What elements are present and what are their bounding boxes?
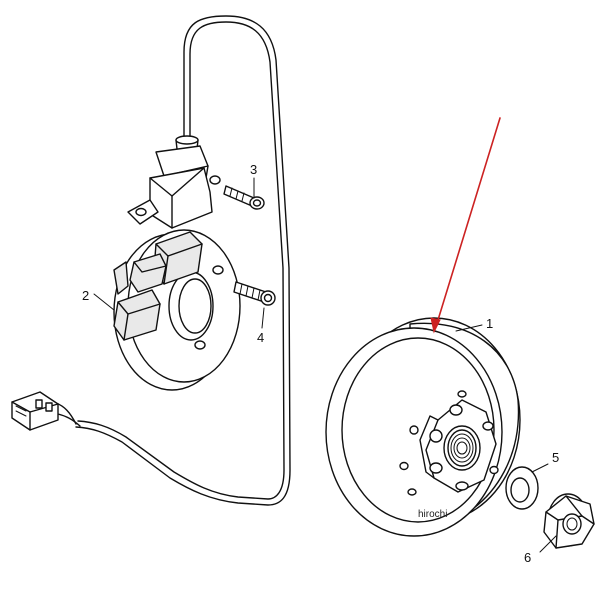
callout-6: 6	[524, 550, 531, 565]
screw-3	[223, 185, 265, 210]
washer-5	[505, 466, 539, 510]
flywheel-rotor	[325, 317, 521, 537]
callout-1: 1	[486, 316, 493, 331]
watermark: hirochi	[418, 509, 447, 520]
callout-5: 5	[552, 450, 559, 465]
highlight-arrow	[430, 117, 501, 334]
stator-coil-plate	[113, 229, 241, 391]
callout-2: 2	[82, 288, 89, 303]
pickup-coil	[127, 135, 221, 229]
flange-nut-6	[543, 493, 595, 549]
bolt-4	[233, 281, 276, 306]
callout-4: 4	[257, 330, 264, 345]
connector-plug	[11, 391, 59, 431]
leader-lines	[93, 177, 557, 553]
callout-3: 3	[250, 162, 257, 177]
